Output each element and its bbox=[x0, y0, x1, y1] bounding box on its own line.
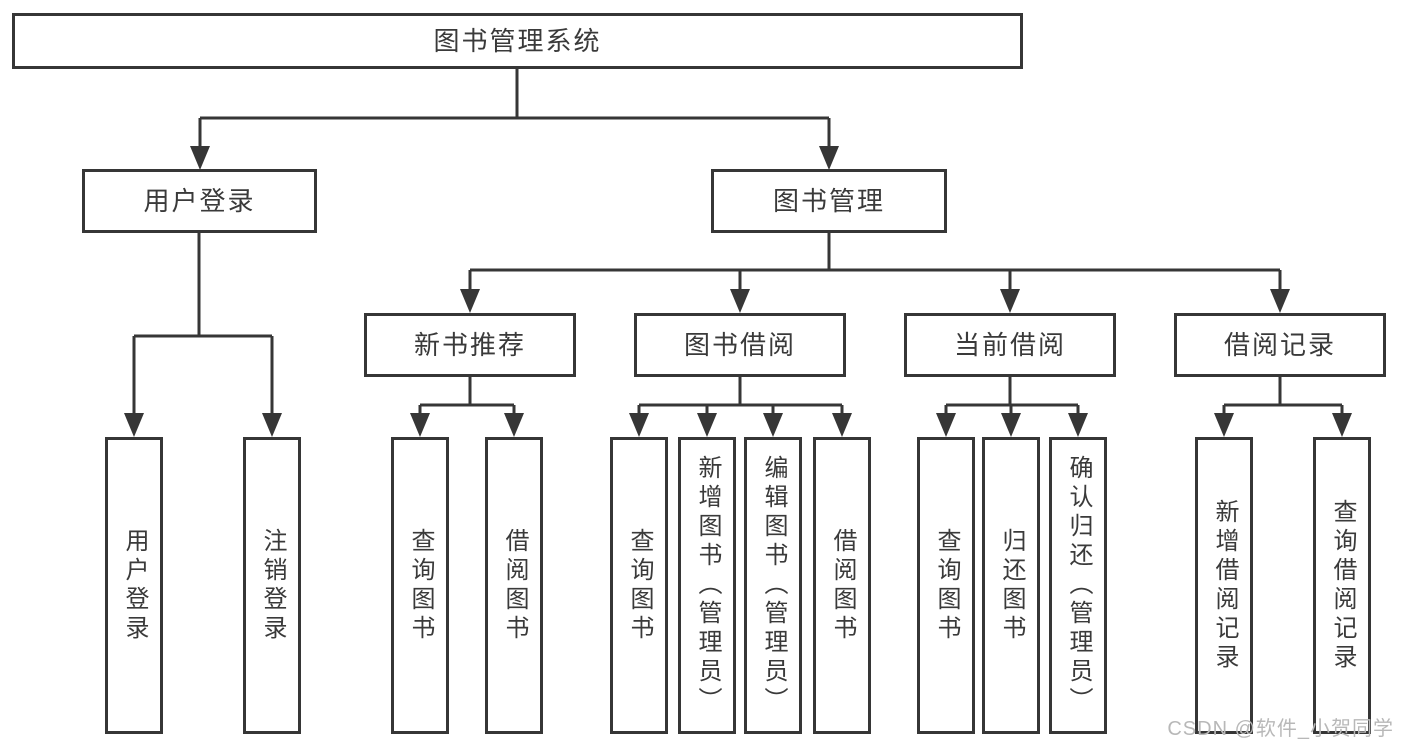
arrow-down-icon bbox=[697, 413, 717, 437]
node-label: 新增图书（管理员） bbox=[694, 455, 721, 716]
node-label: 注销登录 bbox=[259, 527, 286, 644]
csdn-watermark: CSDN @软件_小贺同学 bbox=[1167, 718, 1394, 740]
leaf-edit-book-admin: 编辑图书（管理员） bbox=[744, 437, 802, 734]
arrow-down-icon bbox=[819, 146, 839, 170]
arrow-down-icon bbox=[460, 289, 480, 313]
leaf-confirm-return-admin: 确认归还（管理员） bbox=[1049, 437, 1107, 734]
node-new-book-recommend: 新书推荐 bbox=[364, 313, 576, 377]
node-label: 图书管理 bbox=[772, 186, 885, 216]
node-current-borrowing: 当前借阅 bbox=[904, 313, 1116, 377]
arrow-down-icon bbox=[730, 289, 750, 313]
node-library-management-system: 图书管理系统 bbox=[12, 13, 1023, 69]
node-label: 用户登录 bbox=[121, 527, 148, 644]
node-label: 图书借阅 bbox=[683, 330, 796, 360]
arrow-down-icon bbox=[832, 413, 852, 437]
node-label: 查询图书 bbox=[407, 527, 434, 644]
arrow-down-icon bbox=[410, 413, 430, 437]
leaf-query-book-1: 查询图书 bbox=[391, 437, 449, 734]
node-label: 确认归还（管理员） bbox=[1065, 455, 1092, 716]
arrow-down-icon bbox=[629, 413, 649, 437]
node-label: 图书管理系统 bbox=[433, 26, 602, 56]
arrow-down-icon bbox=[1001, 413, 1021, 437]
leaf-query-book-2: 查询图书 bbox=[610, 437, 668, 734]
leaf-add-borrow-record: 新增借阅记录 bbox=[1195, 437, 1253, 734]
arrow-down-icon bbox=[936, 413, 956, 437]
node-label: 当前借阅 bbox=[953, 330, 1066, 360]
node-borrowing-records: 借阅记录 bbox=[1174, 313, 1386, 377]
leaf-logout-login: 注销登录 bbox=[243, 437, 301, 734]
node-label: 新书推荐 bbox=[413, 330, 526, 360]
arrowheads bbox=[124, 146, 1352, 437]
leaf-user-login: 用户登录 bbox=[105, 437, 163, 734]
leaf-add-book-admin: 新增图书（管理员） bbox=[678, 437, 736, 734]
node-label: 借阅图书 bbox=[829, 527, 856, 644]
leaf-return-book: 归还图书 bbox=[982, 437, 1040, 734]
arrow-down-icon bbox=[1270, 289, 1290, 313]
node-label: 用户登录 bbox=[143, 186, 256, 216]
node-label: 查询图书 bbox=[626, 527, 653, 644]
node-label: 新增借阅记录 bbox=[1211, 498, 1238, 673]
node-label: 查询借阅记录 bbox=[1329, 498, 1356, 673]
leaf-query-book-3: 查询图书 bbox=[917, 437, 975, 734]
arrow-down-icon bbox=[504, 413, 524, 437]
node-label: 编辑图书（管理员） bbox=[760, 455, 787, 716]
arrow-down-icon bbox=[763, 413, 783, 437]
node-label: 借阅图书 bbox=[501, 527, 528, 644]
leaf-borrow-book-1: 借阅图书 bbox=[485, 437, 543, 734]
node-book-management: 图书管理 bbox=[711, 169, 947, 233]
arrow-down-icon bbox=[1332, 413, 1352, 437]
node-book-borrowing: 图书借阅 bbox=[634, 313, 846, 377]
node-label: 归还图书 bbox=[998, 527, 1025, 644]
node-label: 查询图书 bbox=[933, 527, 960, 644]
arrow-down-icon bbox=[190, 146, 210, 170]
arrow-down-icon bbox=[1000, 289, 1020, 313]
connector-path bbox=[132, 69, 1344, 417]
arrow-down-icon bbox=[262, 413, 282, 437]
node-user-login: 用户登录 bbox=[82, 169, 317, 233]
arrow-down-icon bbox=[124, 413, 144, 437]
arrow-down-icon bbox=[1068, 413, 1088, 437]
node-label: 借阅记录 bbox=[1223, 330, 1336, 360]
leaf-borrow-book-2: 借阅图书 bbox=[813, 437, 871, 734]
arrow-down-icon bbox=[1214, 413, 1234, 437]
leaf-query-borrow-record: 查询借阅记录 bbox=[1313, 437, 1371, 734]
